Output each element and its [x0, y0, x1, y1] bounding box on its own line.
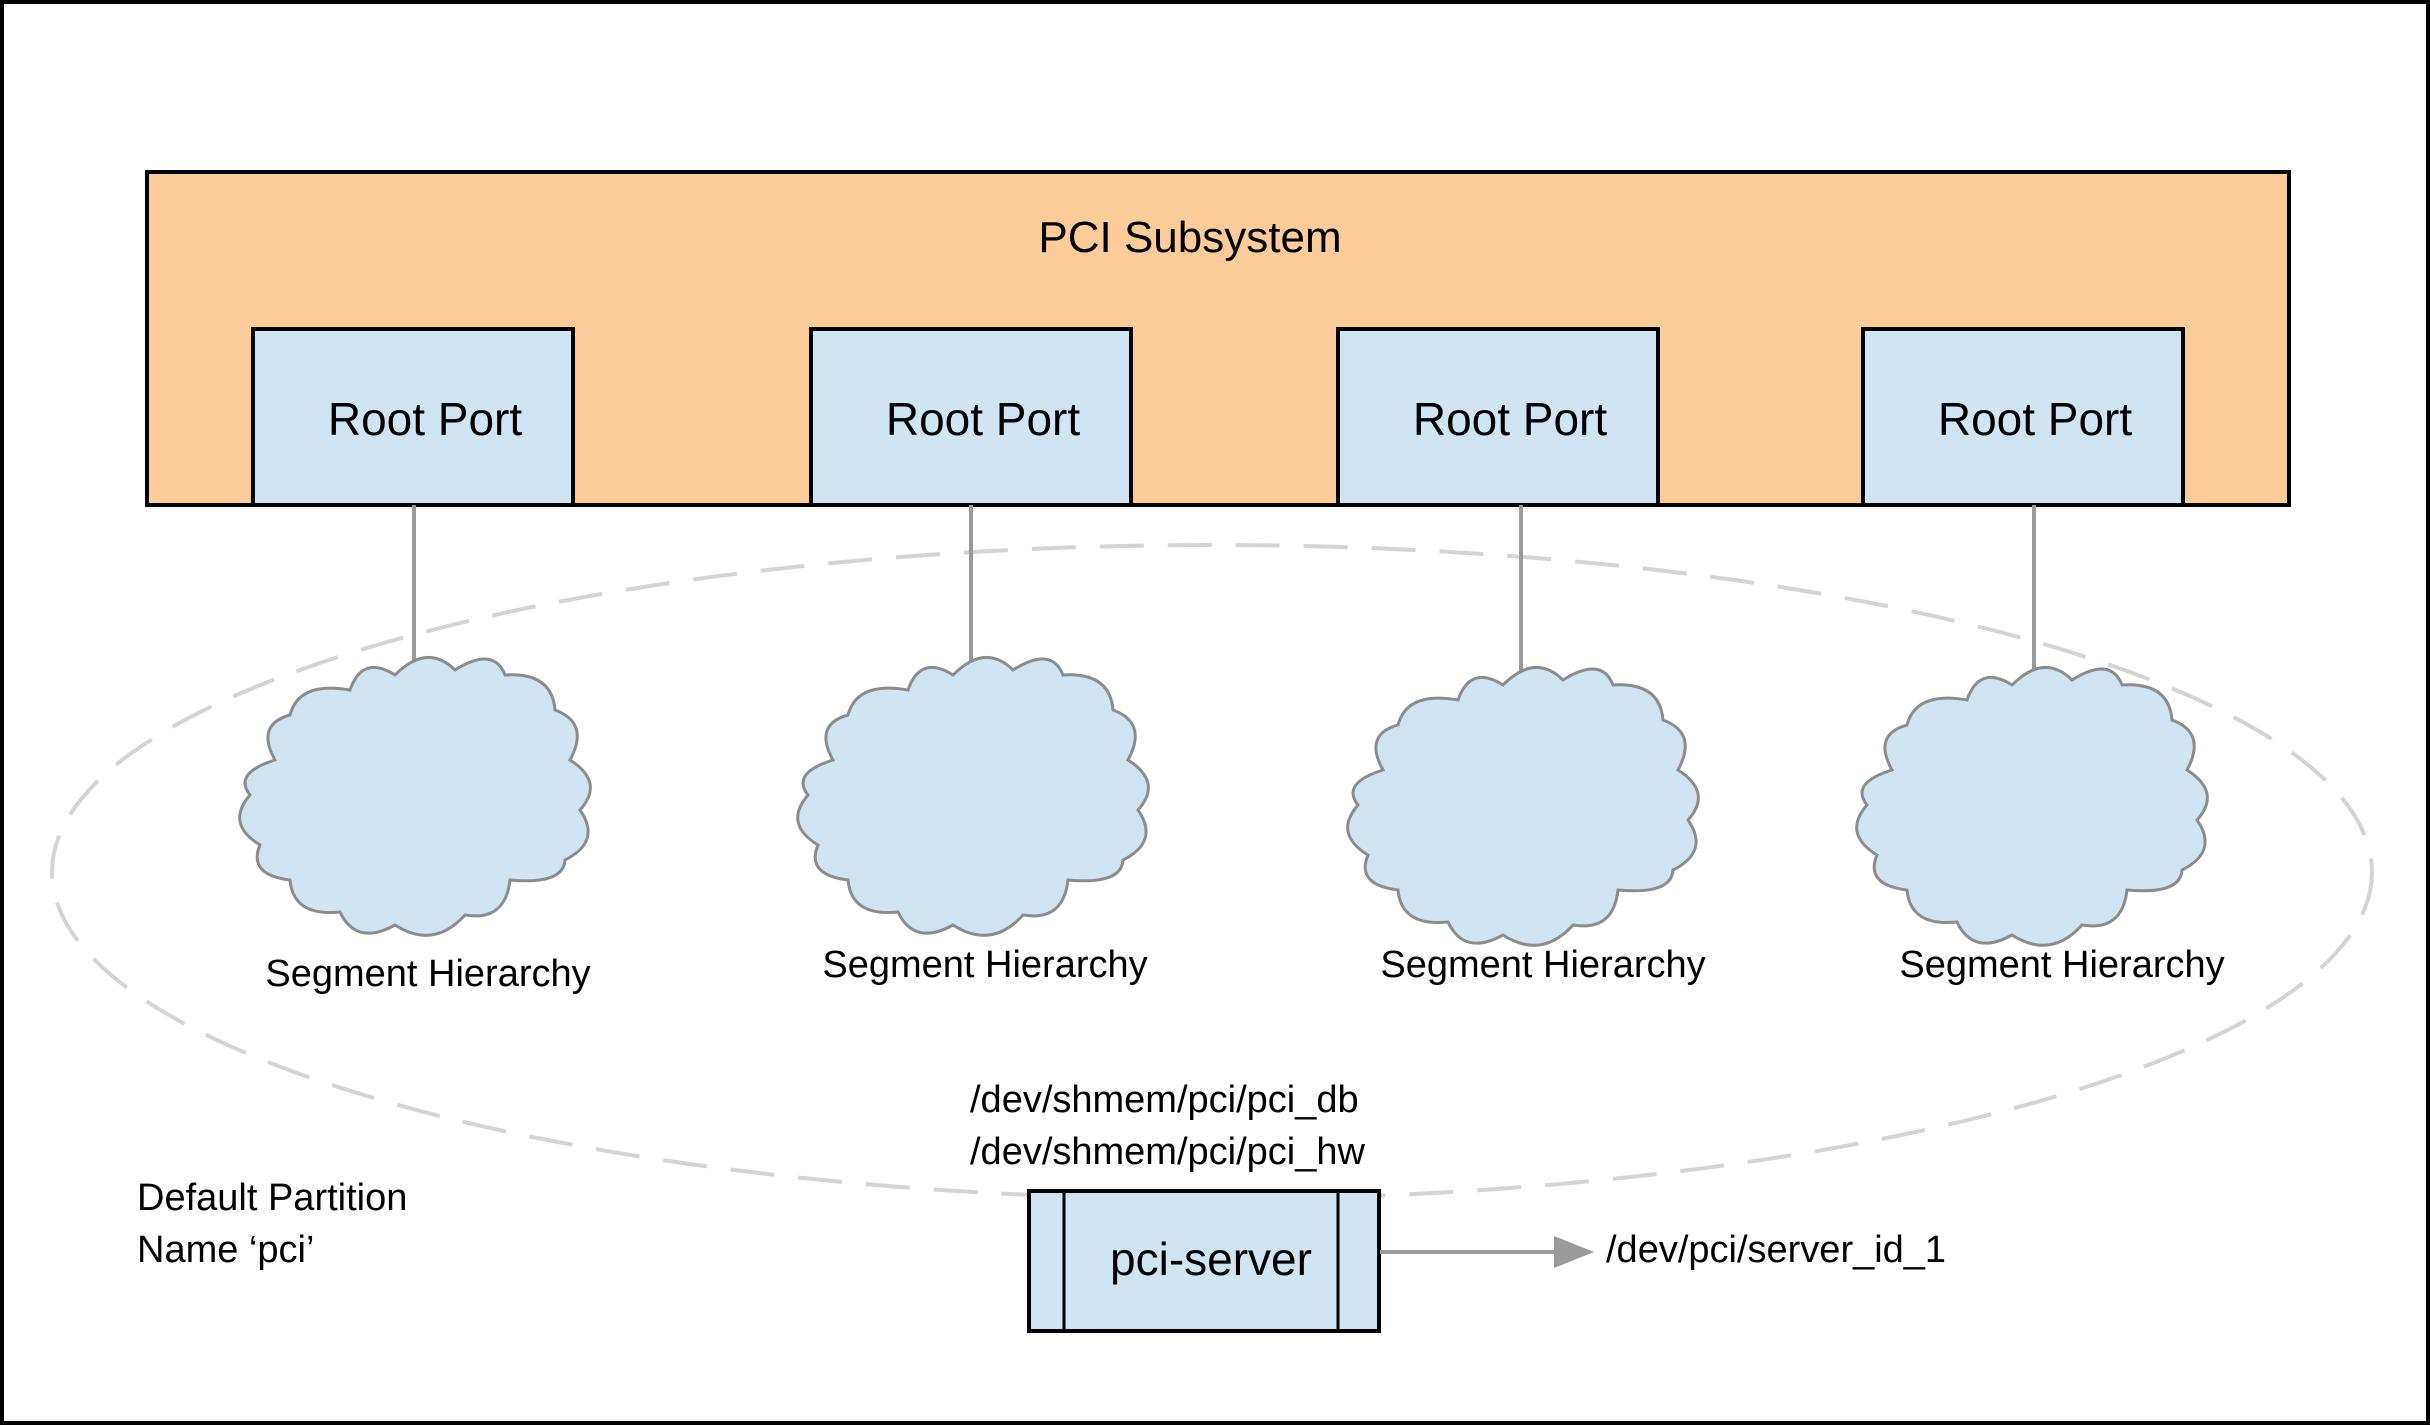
segment-hierarchy-label: Segment Hierarchy — [822, 944, 1147, 986]
root-port-label: Root Port — [328, 393, 523, 445]
root-port-node: Root Port — [251, 327, 575, 507]
segment-hierarchy-label: Segment Hierarchy — [1899, 944, 2224, 986]
pci-subsystem-title: PCI Subsystem — [1038, 213, 1341, 262]
partition-label-line1: Default Partition — [137, 1177, 407, 1219]
pci-server-label: pci-server — [1110, 1233, 1312, 1285]
segment-hierarchy-cloud — [238, 655, 592, 937]
shmem-path-hw: /dev/shmem/pci/pci_hw — [970, 1131, 1365, 1173]
root-port-node: Root Port — [1861, 327, 2185, 507]
root-port-node: Root Port — [809, 327, 1133, 507]
root-port-label: Root Port — [1938, 393, 2133, 445]
server-endpoint-path: /dev/pci/server_id_1 — [1606, 1229, 1946, 1271]
segment-hierarchy-cloud — [1346, 665, 1700, 947]
pci-server-node: pci-server — [1027, 1189, 1381, 1333]
segment-hierarchy-cloud — [796, 655, 1150, 937]
segment-hierarchy-label: Segment Hierarchy — [265, 953, 590, 995]
partition-label-line2: Name ‘pci’ — [137, 1229, 314, 1271]
root-port-label: Root Port — [1413, 393, 1608, 445]
segment-hierarchy-label: Segment Hierarchy — [1380, 944, 1705, 986]
root-port-label: Root Port — [886, 393, 1081, 445]
segment-hierarchy-cloud — [1855, 665, 2209, 947]
root-port-node: Root Port — [1336, 327, 1660, 507]
shmem-path-db: /dev/shmem/pci/pci_db — [970, 1079, 1359, 1121]
